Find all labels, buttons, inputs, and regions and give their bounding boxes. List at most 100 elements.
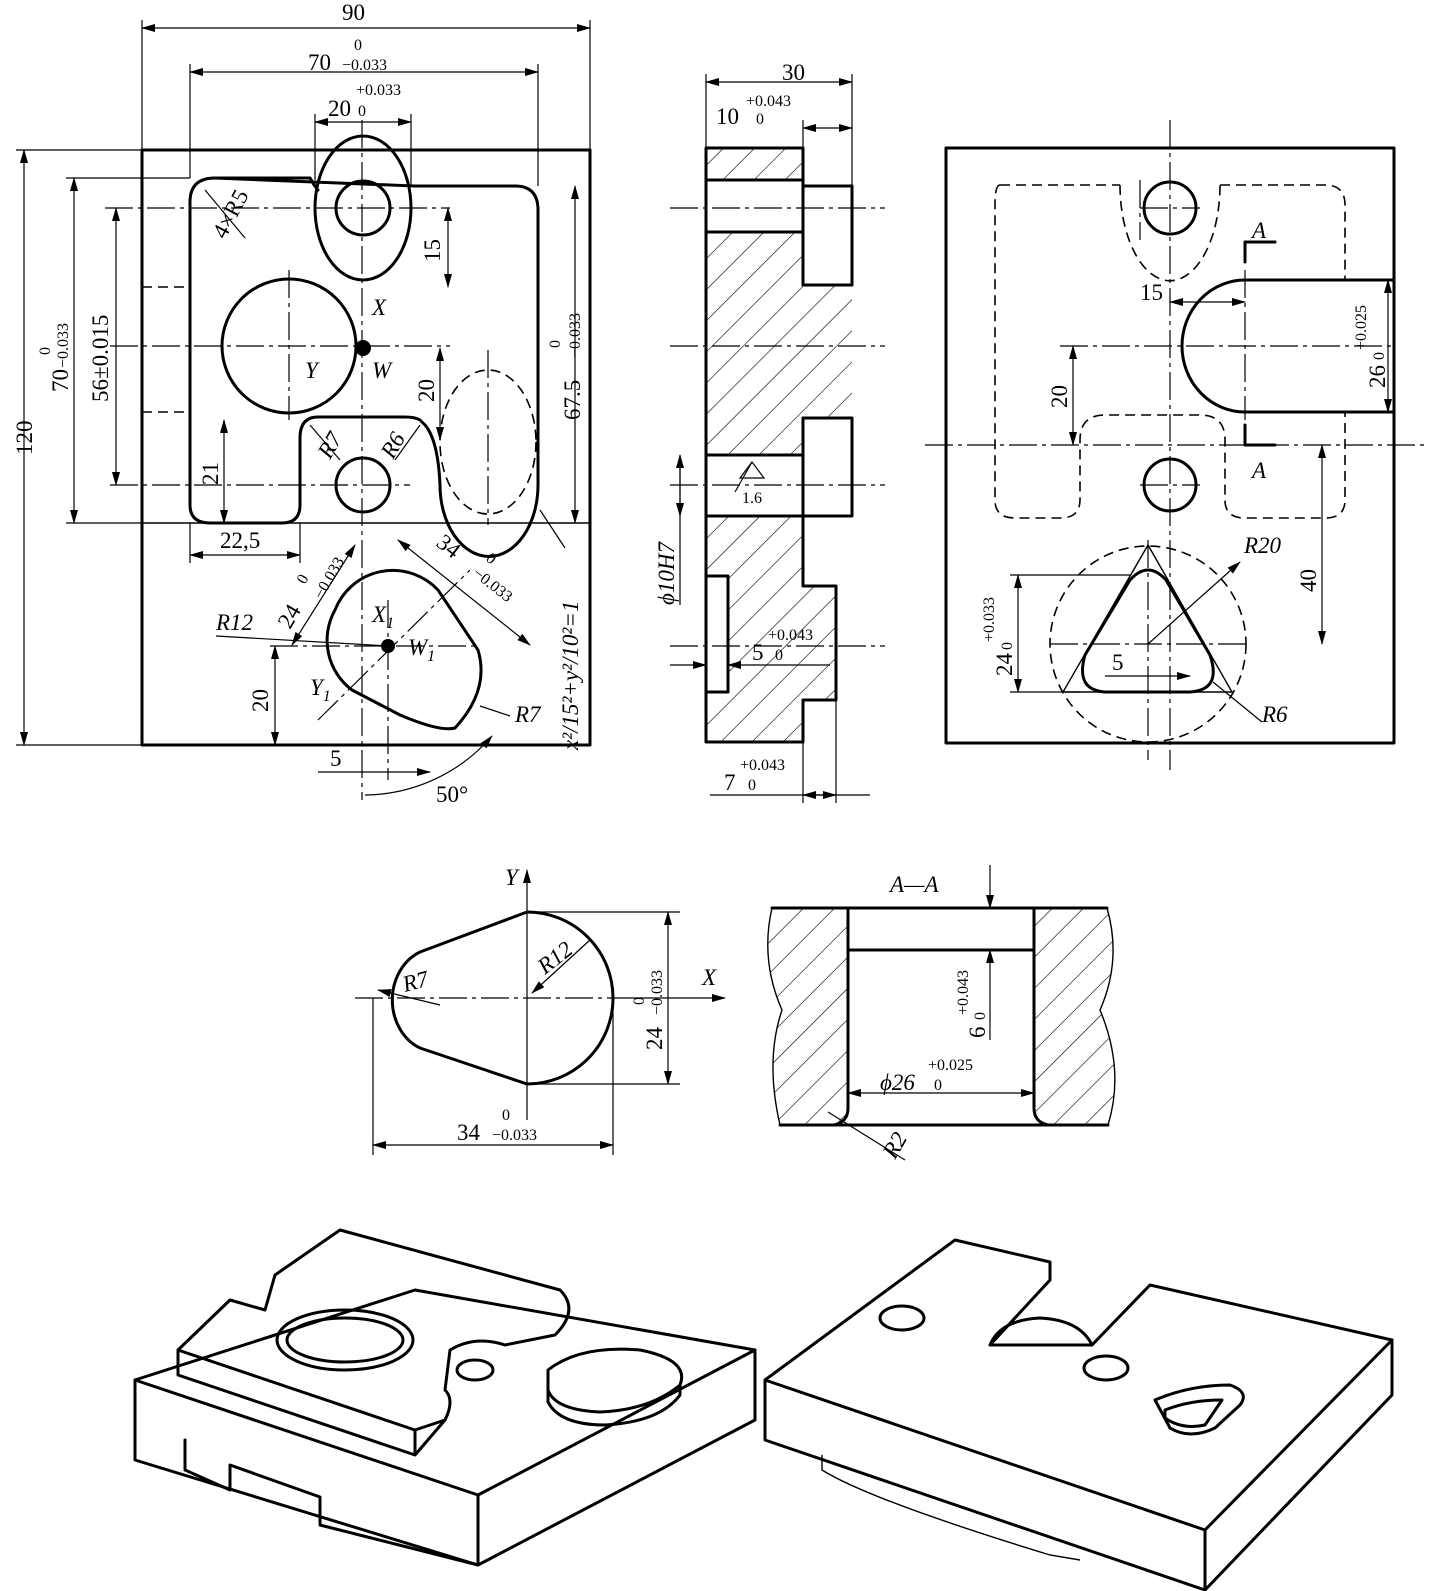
label-axis-x: X [371,295,387,320]
roughness-symbol [738,461,766,479]
section-a-a: A—A 6 +0.043 0 ϕ26 +0.025 0 R2 [767,865,1116,1163]
label-4xr5: 4×R5 [207,185,253,242]
label-40: 40 [1296,569,1321,592]
label-axis-x1: X1 [371,602,394,632]
iso-right-underside [821,1455,1081,1561]
label-5: 5 [330,746,342,771]
leader-r12 [215,635,389,647]
bottom-view: 15 26 +0.025 0 20 A A R20 40 24 +0.033 0… [925,120,1425,770]
bottom-view-hidden-top [1000,184,1346,280]
label-24-boss: 24 [273,600,306,633]
detail-view: Y X R7 R12 24 0 −0.033 34 0 −0.033 [355,865,726,1155]
label-22-5: 22,5 [220,528,260,553]
label-7: 7 [724,770,736,795]
label-axis-y: Y [305,358,320,383]
label-70v-tol-upper: 0 [37,347,54,355]
label-90: 90 [342,0,365,25]
label-6-tol-lower: 0 [972,1012,989,1020]
leader-r7-pocket [309,424,341,461]
label-detail-r7: R7 [399,966,433,997]
section-view: 30 10 +0.043 0 1.6 ϕ10H7 5 +0.043 0 7 +0… [654,60,885,803]
label-r6: R6 [1261,702,1288,727]
label-r7-pocket: R7 [312,427,348,464]
iso-left-raised-block [176,1348,447,1457]
section-aa-break-right [1099,907,1116,1126]
label-26-tol-upper: +0.025 [1353,305,1370,350]
label-ellipse-equation: x²/15²+y²/10²=1 [558,601,583,751]
label-70v-tol-lower: −0.033 [55,323,72,368]
dim-r12-detail [531,939,591,994]
label-24-boss-tol-upper: 0 [294,572,313,587]
label-r12-boss: R12 [215,610,253,635]
label-6-tol-upper: +0.043 [955,970,972,1015]
label-roughness: 1.6 [742,490,762,507]
leader-r7 [479,705,511,717]
label-70-vertical: 70 [48,369,73,392]
iso-left-underside [183,1438,480,1567]
label-50-degrees: 50° [436,782,468,807]
iso-right-hole-a [878,1304,926,1332]
label-detail-24: 24 [642,1027,667,1051]
label-10-tol-lower: 0 [756,111,764,128]
iso-left-bore [275,1308,415,1372]
label-20-vertical: 20 [414,379,439,402]
section-hatch [706,148,852,742]
iso-right-edges [763,1338,1394,1591]
label-detail-34-tol-upper: 0 [502,1107,510,1124]
label-20-boss: 20 [248,689,273,712]
label-21: 21 [198,462,223,485]
label-5-recess-tol-upper: +0.043 [768,627,813,644]
iso-right-top-outline [763,1238,1394,1591]
top-view-origin-mark [355,340,371,356]
label-20-bottom: 20 [1047,385,1072,408]
label-20-tol-lower: 0 [358,103,366,120]
section-aa-right-hatch [1034,908,1115,1125]
dim-24-boss [291,544,356,646]
label-7-tol-lower: 0 [748,777,756,794]
leader-r5 [204,189,246,239]
label-detail-24-tol-lower: −0.033 [649,970,666,1015]
label-5-recess: 5 [752,640,764,665]
label-20: 20 [328,96,351,121]
label-r20: R20 [1243,533,1282,558]
label-15-bottom: 15 [1140,280,1163,305]
dim-50-angle [364,735,493,796]
dim-34-boss [397,539,531,646]
label-24-tri: 24 [992,653,1017,677]
section-marker-a-top [1243,240,1277,264]
label-detail-r12: R12 [532,936,577,979]
leader-r6 [1212,681,1263,723]
label-phi26: ϕ26 [880,1070,915,1095]
label-56: 56±0.015 [88,315,113,402]
label-section-a-bottom: A [1250,458,1267,483]
label-67-5-tol-upper: 0 [547,340,564,348]
label-detail-34: 34 [457,1120,481,1145]
label-r6-pocket: R6 [375,427,410,463]
label-phi26-tol-upper: +0.025 [928,1057,973,1074]
label-24-tri-tol-upper: +0.033 [981,597,998,642]
dim-r20 [1147,561,1241,645]
label-10-tol-upper: +0.043 [746,93,791,110]
label-34-boss-tol-lower: −0.033 [470,565,516,606]
top-view: 90 70 0 −0.033 20 +0.033 0 4×R5 120 70 0… [12,0,592,807]
label-origin-w1: W1 [408,635,435,665]
iso-right-hole-b [1082,1354,1130,1382]
label-67-5: 67.5 [560,380,585,420]
label-7-tol-upper: +0.043 [740,757,785,774]
iso-left-small-hole [455,1358,495,1382]
section-aa-left-hatch [767,908,848,1125]
section-aa-break-left [767,907,783,1126]
label-detail-34-tol-lower: −0.033 [492,1127,537,1144]
label-5-tri: 5 [1112,650,1124,675]
top-view-hidden-ellipse [439,369,537,515]
label-section-aa: A—A [888,872,940,897]
label-section-a-top: A [1250,218,1267,243]
label-26-tol-lower: 0 [1371,352,1388,360]
dim-r7-detail [377,989,441,1006]
iso-right-slot-curve [988,1316,1094,1347]
label-30: 30 [782,60,805,85]
label-axis-y1: Y1 [310,675,331,705]
label-70-tol-lower: −0.033 [342,57,387,74]
iso-left-boss [546,1347,683,1427]
